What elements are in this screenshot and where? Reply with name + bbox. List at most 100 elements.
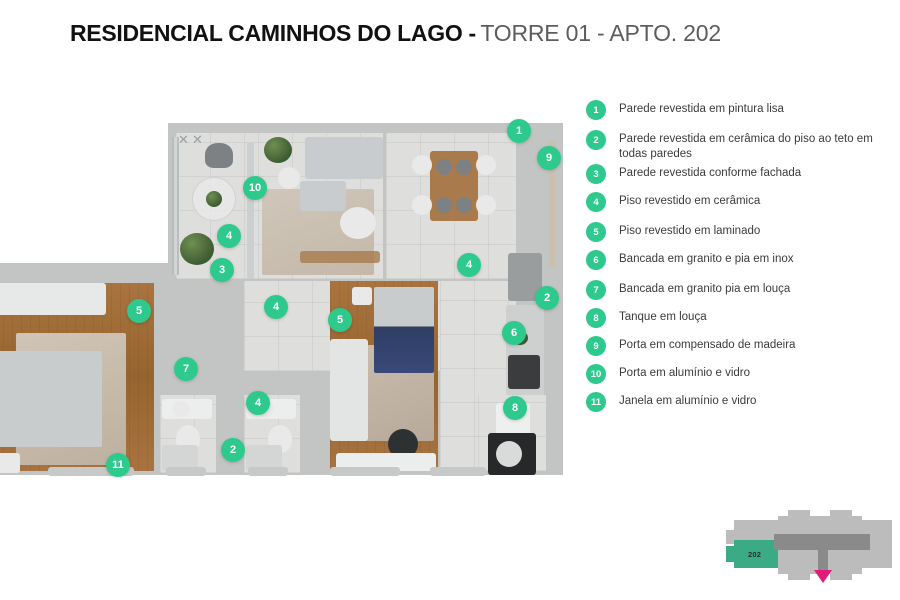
bedroom2-bed [374,287,434,373]
master-bed [0,351,102,447]
minimap-unit-202[interactable] [734,540,778,568]
plan-marker-11[interactable]: 11 [106,453,130,477]
minimap-block-c1-tab [788,510,810,520]
bedroom2-nightstand [352,287,372,305]
legend-item-7[interactable]: 7 Bancada em granito pia em louça [586,280,891,300]
plan-marker-8[interactable]: 8 [503,396,527,420]
legend-item-11[interactable]: 11 Janela em alumínio e vidro [586,392,891,412]
page-title: RESIDENCIAL CAMINHOS DO LAGO - TORRE 01 … [70,22,721,45]
legend-item-5[interactable]: 5 Piso revestido em laminado [586,222,891,242]
legend-label-9: Porta em compensado de madeira [619,339,796,351]
minimap-corridor-stem [818,534,828,570]
legend-label-4: Piso revestido em cerâmica [619,195,761,207]
living-sofa-chaise [300,181,346,211]
page-title-light: TORRE 01 - APTO. 202 [480,20,721,46]
plan-marker-4[interactable]: 4 [217,224,241,248]
minimap-orientation-arrow [814,570,832,583]
plan-marker-1[interactable]: 1 [507,119,531,143]
balcony-xmark-b: ✕ [192,132,203,147]
balcony-xmark-a: ✕ [178,132,189,147]
minimap-block-c2-tab-b [830,570,852,580]
legend-label-7: Bancada em granito pia em louça [619,283,791,295]
dining-plate-1 [436,159,452,175]
building-minimap[interactable]: 202 [726,508,892,588]
legend-label-8: Tanque em louça [619,311,707,323]
bedroom2-wardrobe [330,339,368,441]
legend-badge-9[interactable]: 9 [586,336,606,356]
legend-label-5: Piso revestido em laminado [619,225,761,237]
dining-chair-1 [412,155,432,175]
balcony-plant-floor [180,233,214,265]
living-side-table [278,167,300,189]
dining-plate-2 [456,159,472,175]
balcony-armchair [205,143,233,168]
legend-badge-6[interactable]: 6 [586,250,606,270]
legend-label-6: Bancada em granito e pia em inox [619,253,794,265]
bath-suite-shower [246,445,282,471]
plan-marker-2[interactable]: 2 [221,438,245,462]
legend-item-2[interactable]: 2 Parede revestida em cerâmica do piso ao… [586,130,891,162]
minimap-unit-label: 202 [748,550,762,559]
balcony-sliding-door [247,143,254,279]
master-nightstand [0,453,20,473]
plan-marker-2[interactable]: 2 [535,286,559,310]
plan-marker-6[interactable]: 6 [502,321,526,345]
plan-marker-9[interactable]: 9 [537,146,561,170]
legend-badge-8[interactable]: 8 [586,308,606,328]
legend-badge-11[interactable]: 11 [586,392,606,412]
floor-plan-render: ✕ ✕ [0,115,570,480]
living-sofa-main [305,137,383,179]
legend-label-3: Parede revestida conforme fachada [619,167,802,179]
legend-badge-4[interactable]: 4 [586,192,606,212]
legend-badge-3[interactable]: 3 [586,164,606,184]
kitchen-cooktop [508,355,540,389]
dining-chair-4 [476,195,496,215]
legend-item-4[interactable]: 4 Piso revestido em cerâmica [586,192,891,212]
bath-social-shower [162,445,198,471]
living-coffee-table [340,207,376,239]
living-plant [264,137,292,163]
plan-marker-4[interactable]: 4 [264,295,288,319]
minimap-block-c2-tab [830,510,852,520]
dining-chair-2 [412,195,432,215]
balcony-plant-table [206,191,222,207]
legend-badge-5[interactable]: 5 [586,222,606,242]
legend-badge-1[interactable]: 1 [586,100,606,120]
page-title-bold: RESIDENCIAL CAMINHOS DO LAGO - [70,20,476,46]
dining-chair-3 [476,155,496,175]
master-closet-shelf [0,283,106,315]
entrance-door [549,141,555,267]
minimap-block-c1-tab-b [788,570,810,580]
legend-item-10[interactable]: 10 Porta em alumínio e vidro [586,364,891,384]
minimap-unit-202-notch [726,546,738,562]
window-sill-2 [166,467,206,476]
legend-item-9[interactable]: 9 Porta em compensado de madeira [586,336,891,356]
legend-label-10: Porta em alumínio e vidro [619,367,751,379]
plan-marker-10[interactable]: 10 [243,176,267,200]
legend-badge-10[interactable]: 10 [586,364,606,384]
window-sill-5 [430,467,486,476]
window-sill-4 [330,467,400,476]
plan-marker-5[interactable]: 5 [328,308,352,332]
plan-marker-5[interactable]: 5 [127,299,151,323]
bedroom2-desk [336,453,436,471]
legend-label-11: Janela em alumínio e vidro [619,395,757,407]
floor-plan-image[interactable]: ✕ ✕ [0,115,570,480]
plan-marker-4[interactable]: 4 [246,391,270,415]
plan-marker-4[interactable]: 4 [457,253,481,277]
dining-plate-3 [436,197,452,213]
legend-badge-7[interactable]: 7 [586,280,606,300]
legend-badge-2[interactable]: 2 [586,130,606,150]
plan-marker-7[interactable]: 7 [174,357,198,381]
legend-item-8[interactable]: 8 Tanque em louça [586,308,891,328]
balcony-glass-rail [172,137,179,275]
bath-social-sink [172,401,190,417]
living-console [300,251,380,263]
legend-label-2: Parede revestida em cerâmica do piso ao … [619,133,873,161]
legend-item-3[interactable]: 3 Parede revestida conforme fachada [586,164,891,184]
dining-plate-4 [456,197,472,213]
legend-item-6[interactable]: 6 Bancada em granito e pia em inox [586,250,891,270]
plan-marker-3[interactable]: 3 [210,258,234,282]
